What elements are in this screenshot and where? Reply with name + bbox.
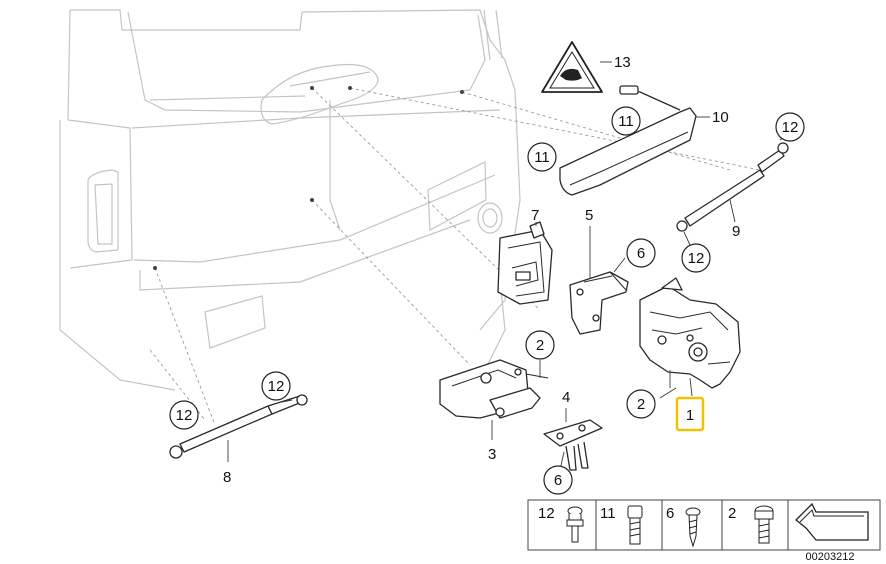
tailgate-handle-part xyxy=(559,85,697,196)
hex-bolt-icon xyxy=(627,505,643,545)
plate-part xyxy=(543,419,603,471)
callout-label: 12 xyxy=(176,407,193,424)
callout-label: 5 xyxy=(585,207,593,224)
lock-actuator-part xyxy=(639,277,741,389)
callout-2-right: 2 xyxy=(626,389,656,419)
callout-3: 3 xyxy=(488,446,496,463)
callout-12-top-right: 12 xyxy=(775,112,805,142)
car-rear-outline xyxy=(59,9,521,391)
callout-label: 7 xyxy=(531,207,539,224)
hinge-bracket-part xyxy=(569,271,629,335)
callout-12-left: 12 xyxy=(169,400,199,430)
callout-label: 9 xyxy=(732,223,740,240)
callout-4: 4 xyxy=(562,389,570,406)
callout-label: 6 xyxy=(637,245,645,262)
legend-number: 2 xyxy=(728,505,736,522)
callout-12-left-top: 12 xyxy=(261,371,291,401)
callout-8: 8 xyxy=(223,469,231,486)
callout-6-top: 6 xyxy=(626,238,656,268)
callout-label: 4 xyxy=(562,389,570,406)
direction-arrow-icon xyxy=(795,502,869,541)
callout-label: 1 xyxy=(686,407,694,424)
callout-5: 5 xyxy=(585,207,593,224)
callout-label: 8 xyxy=(223,469,231,486)
callout-label: 3 xyxy=(488,446,496,463)
highlight-box xyxy=(675,396,705,432)
torx-bolt-icon xyxy=(754,505,774,544)
callout-label: 12 xyxy=(268,378,285,395)
callout-12-right: 12 xyxy=(681,243,711,273)
nut-fastener-icon xyxy=(566,506,584,543)
callout-11-left: 11 xyxy=(527,142,557,172)
callout-label: 10 xyxy=(712,109,729,126)
callout-label: 13 xyxy=(614,54,631,71)
latch-part xyxy=(439,359,549,419)
legend-number: 12 xyxy=(538,505,555,522)
legend-number: 11 xyxy=(600,505,616,522)
gas-strut-right-part xyxy=(676,142,789,232)
callout-6-bottom: 6 xyxy=(543,465,573,495)
callout-label: 11 xyxy=(534,149,550,166)
callout-1-highlighted: 1 xyxy=(675,396,705,432)
self-tapping-screw-icon xyxy=(685,507,701,548)
callout-10: 10 xyxy=(712,109,729,126)
callout-2-mid: 2 xyxy=(525,330,555,360)
callout-11-top: 11 xyxy=(611,106,641,136)
warning-label-part xyxy=(541,41,603,93)
callout-9: 9 xyxy=(732,223,740,240)
callout-13: 13 xyxy=(614,54,631,71)
callout-label: 2 xyxy=(536,337,544,354)
gas-strut-left-part xyxy=(169,394,308,459)
callout-label: 12 xyxy=(782,119,799,136)
callout-label: 11 xyxy=(618,113,634,130)
striker-bracket-part xyxy=(497,221,553,305)
callout-7: 7 xyxy=(531,207,539,224)
callout-label: 12 xyxy=(688,250,705,267)
legend-number: 6 xyxy=(666,505,674,522)
callout-label: 2 xyxy=(637,396,645,413)
fastener-legend: 12 11 6 2 xyxy=(527,499,881,551)
diagram-reference-number: 00203212 xyxy=(806,551,855,563)
callout-label: 6 xyxy=(554,472,562,489)
